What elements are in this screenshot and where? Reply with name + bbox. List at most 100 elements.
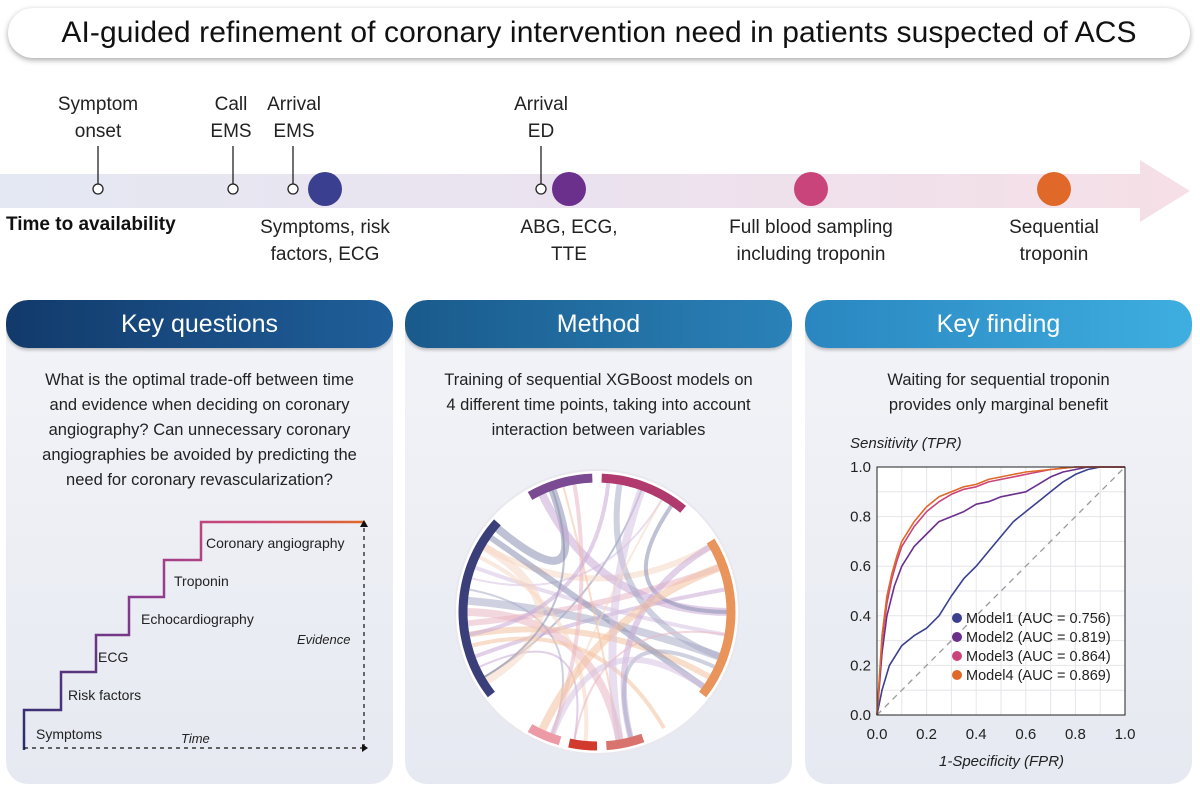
- y-tick-label: 0.0: [850, 707, 871, 724]
- stage-line2: factors, ECG: [270, 244, 380, 265]
- method-panel: Method Training of sequential XGBoost mo…: [405, 300, 792, 784]
- chord-link: [470, 564, 730, 638]
- time-arrow-icon: [362, 744, 368, 752]
- step-label: Troponin: [174, 573, 229, 589]
- stage-dot-3: [794, 172, 828, 206]
- x-tick-label: 0.4: [966, 726, 987, 743]
- key-questions-panel: Key questions What is the optimal trade-…: [6, 300, 393, 784]
- text-line: interaction between variables: [491, 421, 706, 439]
- text-line: and evidence when deciding on coronary: [49, 396, 350, 414]
- chord-link: [548, 656, 709, 739]
- plot-frame: [876, 466, 1126, 716]
- stage-label-1: Symptoms, risk factors, ECG: [240, 214, 410, 268]
- chord-arc: [605, 733, 645, 751]
- reference-diagonal: [876, 466, 1126, 716]
- chord-link: [549, 479, 584, 739]
- chord-diagram: [454, 469, 740, 755]
- chord-arc: [458, 519, 501, 698]
- marker-line1: Arrival: [514, 94, 568, 115]
- x-tick-label: 0.6: [1015, 726, 1036, 743]
- roc-series-model1: [876, 466, 1125, 716]
- time-axis-label: Time: [181, 731, 210, 746]
- roc-series-model2: [876, 466, 1125, 716]
- text-line: need for coronary revascularization?: [66, 471, 333, 489]
- step-label: ECG: [98, 649, 128, 665]
- chord-arc: [527, 473, 593, 500]
- marker-dot: [227, 183, 239, 195]
- chord-link: [478, 541, 544, 687]
- chord-link: [467, 636, 666, 730]
- x-tick-label: 1.0: [1115, 726, 1136, 743]
- stage-label-2: ABG, ECG, TTE: [494, 214, 644, 268]
- y-tick-label: 1.0: [850, 459, 871, 476]
- step-label: Coronary angiography: [206, 535, 345, 551]
- page-title: AI-guided refinement of coronary interve…: [61, 16, 1137, 49]
- chord-link: [613, 479, 724, 661]
- chord-link: [474, 553, 589, 746]
- key-questions-header: Key questions: [6, 300, 393, 348]
- timeline-markers: [92, 146, 1071, 206]
- evidence-axis-label: Evidence: [297, 632, 350, 647]
- legend-entry: Model4 (AUC = 0.869): [966, 668, 1111, 684]
- x-tick-label: 0.2: [916, 726, 937, 743]
- legend-swatch: [952, 670, 962, 680]
- stage-line1: Sequential: [1009, 217, 1099, 238]
- text-line: Training of sequential XGBoost models on: [444, 371, 753, 389]
- marker-dot: [287, 183, 299, 195]
- marker-line1: Arrival: [267, 94, 321, 115]
- stage-line2: TTE: [551, 244, 587, 265]
- chord-link: [644, 501, 732, 614]
- step-label: Echocardiography: [141, 611, 254, 627]
- key-finding-text: Waiting for sequential troponin provides…: [819, 368, 1178, 418]
- y-tick-label: 0.4: [850, 608, 871, 625]
- legend-swatch: [952, 651, 962, 661]
- key-questions-heading: Key questions: [120, 309, 279, 338]
- legend-swatch: [952, 613, 962, 623]
- method-text: Training of sequential XGBoost models on…: [419, 368, 778, 443]
- text-line: Waiting for sequential troponin: [887, 371, 1110, 389]
- marker-line2: onset: [74, 121, 122, 142]
- y-tick-label: 0.2: [850, 657, 871, 674]
- marker-line2: ED: [527, 121, 555, 142]
- evidence-arrow-icon: [360, 520, 368, 527]
- text-line: angiography? Can unnecessary coronary: [48, 421, 351, 439]
- roc-series-model4: [876, 466, 1125, 716]
- chord-link: [479, 542, 715, 582]
- stage-dot-2: [552, 172, 586, 206]
- stage-line1: ABG, ECG,: [520, 217, 618, 238]
- marker-line1: Symptom: [57, 94, 139, 115]
- y-axis-label: Sensitivity (TPR): [850, 435, 962, 452]
- stage-dot-1: [308, 172, 342, 206]
- stage-line1: Full blood sampling: [729, 217, 893, 238]
- marker-line2: EMS: [210, 121, 252, 142]
- chord-arc: [601, 473, 687, 513]
- marker-symptom-onset: Symptom onset: [50, 91, 146, 145]
- title-banner: AI-guided refinement of coronary interve…: [8, 8, 1190, 58]
- marker-line2: EMS: [273, 121, 315, 142]
- text-line: 4 different time points, taking into acc…: [446, 396, 751, 414]
- timeline-arrow: [0, 160, 1190, 222]
- key-finding-header: Key finding: [805, 300, 1192, 348]
- legend-entry: Model1 (AUC = 0.756): [966, 611, 1111, 627]
- method-header: Method: [405, 300, 792, 348]
- time-to-availability-label: Time to availability: [6, 214, 176, 235]
- chord-link: [464, 478, 611, 638]
- step-label: Risk factors: [68, 687, 141, 703]
- stage-line1: Symptoms, risk: [260, 217, 390, 238]
- stage-dot-4: [1037, 172, 1071, 206]
- y-tick-label: 0.8: [850, 509, 871, 526]
- x-tick-label: 0.0: [867, 726, 888, 743]
- marker-arrival-ed: Arrival ED: [505, 91, 577, 145]
- evidence-staircase: Symptoms Risk factors ECG Echocardiograp…: [22, 520, 368, 752]
- stage-label-3: Full blood sampling including troponin: [706, 214, 916, 268]
- marker-arrival-ems: Arrival EMS: [258, 91, 330, 145]
- chord-link: [536, 562, 725, 736]
- marker-line1: Call: [214, 94, 248, 115]
- marker-call-ems: Call EMS: [206, 91, 256, 145]
- method-heading: Method: [556, 309, 641, 338]
- x-tick-label: 0.8: [1065, 726, 1086, 743]
- step-label: Symptoms: [36, 726, 102, 742]
- roc-series-model3: [876, 466, 1125, 716]
- text-line: What is the optimal trade-off between ti…: [45, 371, 354, 389]
- chord-link: [475, 650, 579, 745]
